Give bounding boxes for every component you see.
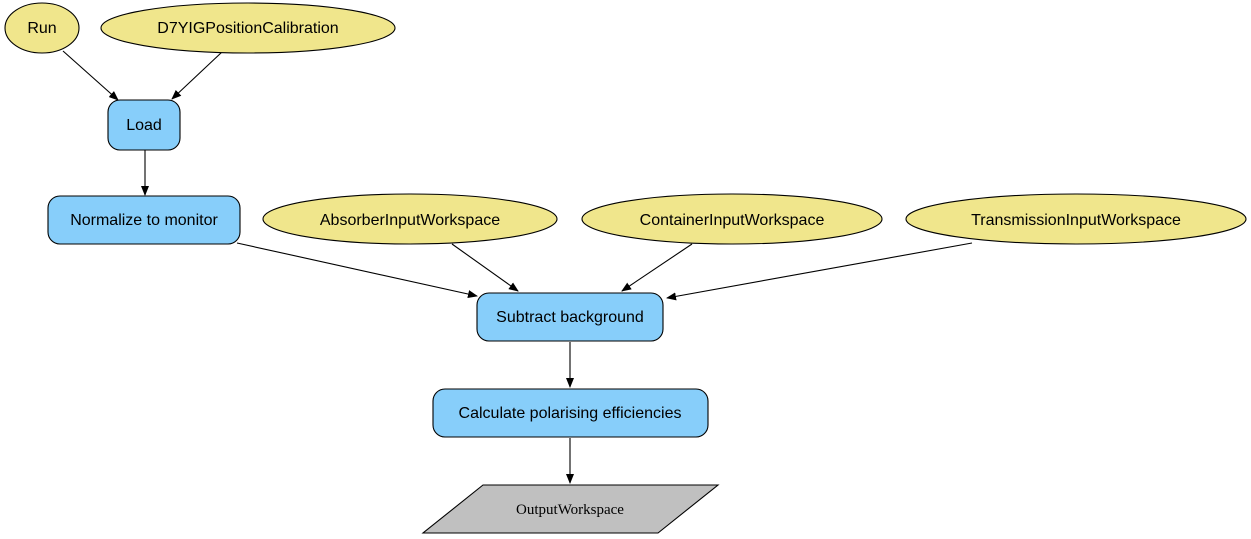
node-container-input-workspace[interactable]: ContainerInputWorkspace: [581, 193, 883, 245]
calculate-box: [432, 388, 709, 438]
container-ellipse: [581, 193, 883, 245]
edges: [62, 50, 973, 484]
node-label-normalize: Normalize to monitor: [70, 212, 218, 229]
node-label-subtract: Subtract background: [496, 309, 644, 326]
edge-transmission-to-subtract: [666, 242, 973, 301]
node-run[interactable]: Run: [4, 2, 80, 54]
load-box: [107, 99, 181, 151]
output-parallelogram: [421, 484, 720, 534]
edge-normalize-to-subtract: [236, 242, 478, 298]
node-d7yig-position-calibration[interactable]: D7YIGPositionCalibration: [100, 2, 396, 54]
absorber-ellipse: [262, 193, 558, 245]
nodes: Run D7YIGPositionCalibration Load Normal…: [4, 2, 1247, 534]
node-calculate-polarising-efficiencies[interactable]: Calculate polarising efficiencies: [432, 388, 709, 438]
edge-absorber-to-subtract: [451, 243, 519, 292]
run-ellipse: [4, 2, 80, 54]
node-output-workspace[interactable]: OutputWorkspace: [421, 484, 720, 534]
node-label-output: OutputWorkspace: [516, 502, 624, 518]
normalize-box: [47, 195, 241, 245]
node-label-d7yig: D7YIGPositionCalibration: [157, 20, 338, 37]
node-normalize-to-monitor[interactable]: Normalize to monitor: [47, 195, 241, 245]
node-label-load: Load: [126, 117, 162, 134]
node-label-run: Run: [27, 20, 56, 37]
node-transmission-input-workspace[interactable]: TransmissionInputWorkspace: [905, 193, 1247, 245]
subtract-box: [476, 292, 664, 342]
edge-run-to-load: [62, 50, 119, 101]
node-label-container: ContainerInputWorkspace: [640, 212, 825, 229]
node-label-transmission: TransmissionInputWorkspace: [971, 212, 1181, 229]
node-absorber-input-workspace[interactable]: AbsorberInputWorkspace: [262, 193, 558, 245]
edge-d7yig-to-load: [171, 51, 223, 100]
transmission-ellipse: [905, 193, 1247, 245]
d7yig-ellipse: [100, 2, 396, 54]
node-label-absorber: AbsorberInputWorkspace: [320, 212, 500, 229]
node-subtract-background[interactable]: Subtract background: [476, 292, 664, 342]
node-load[interactable]: Load: [107, 99, 181, 151]
node-label-calculate: Calculate polarising efficiencies: [459, 405, 682, 422]
edge-container-to-subtract: [621, 243, 693, 292]
